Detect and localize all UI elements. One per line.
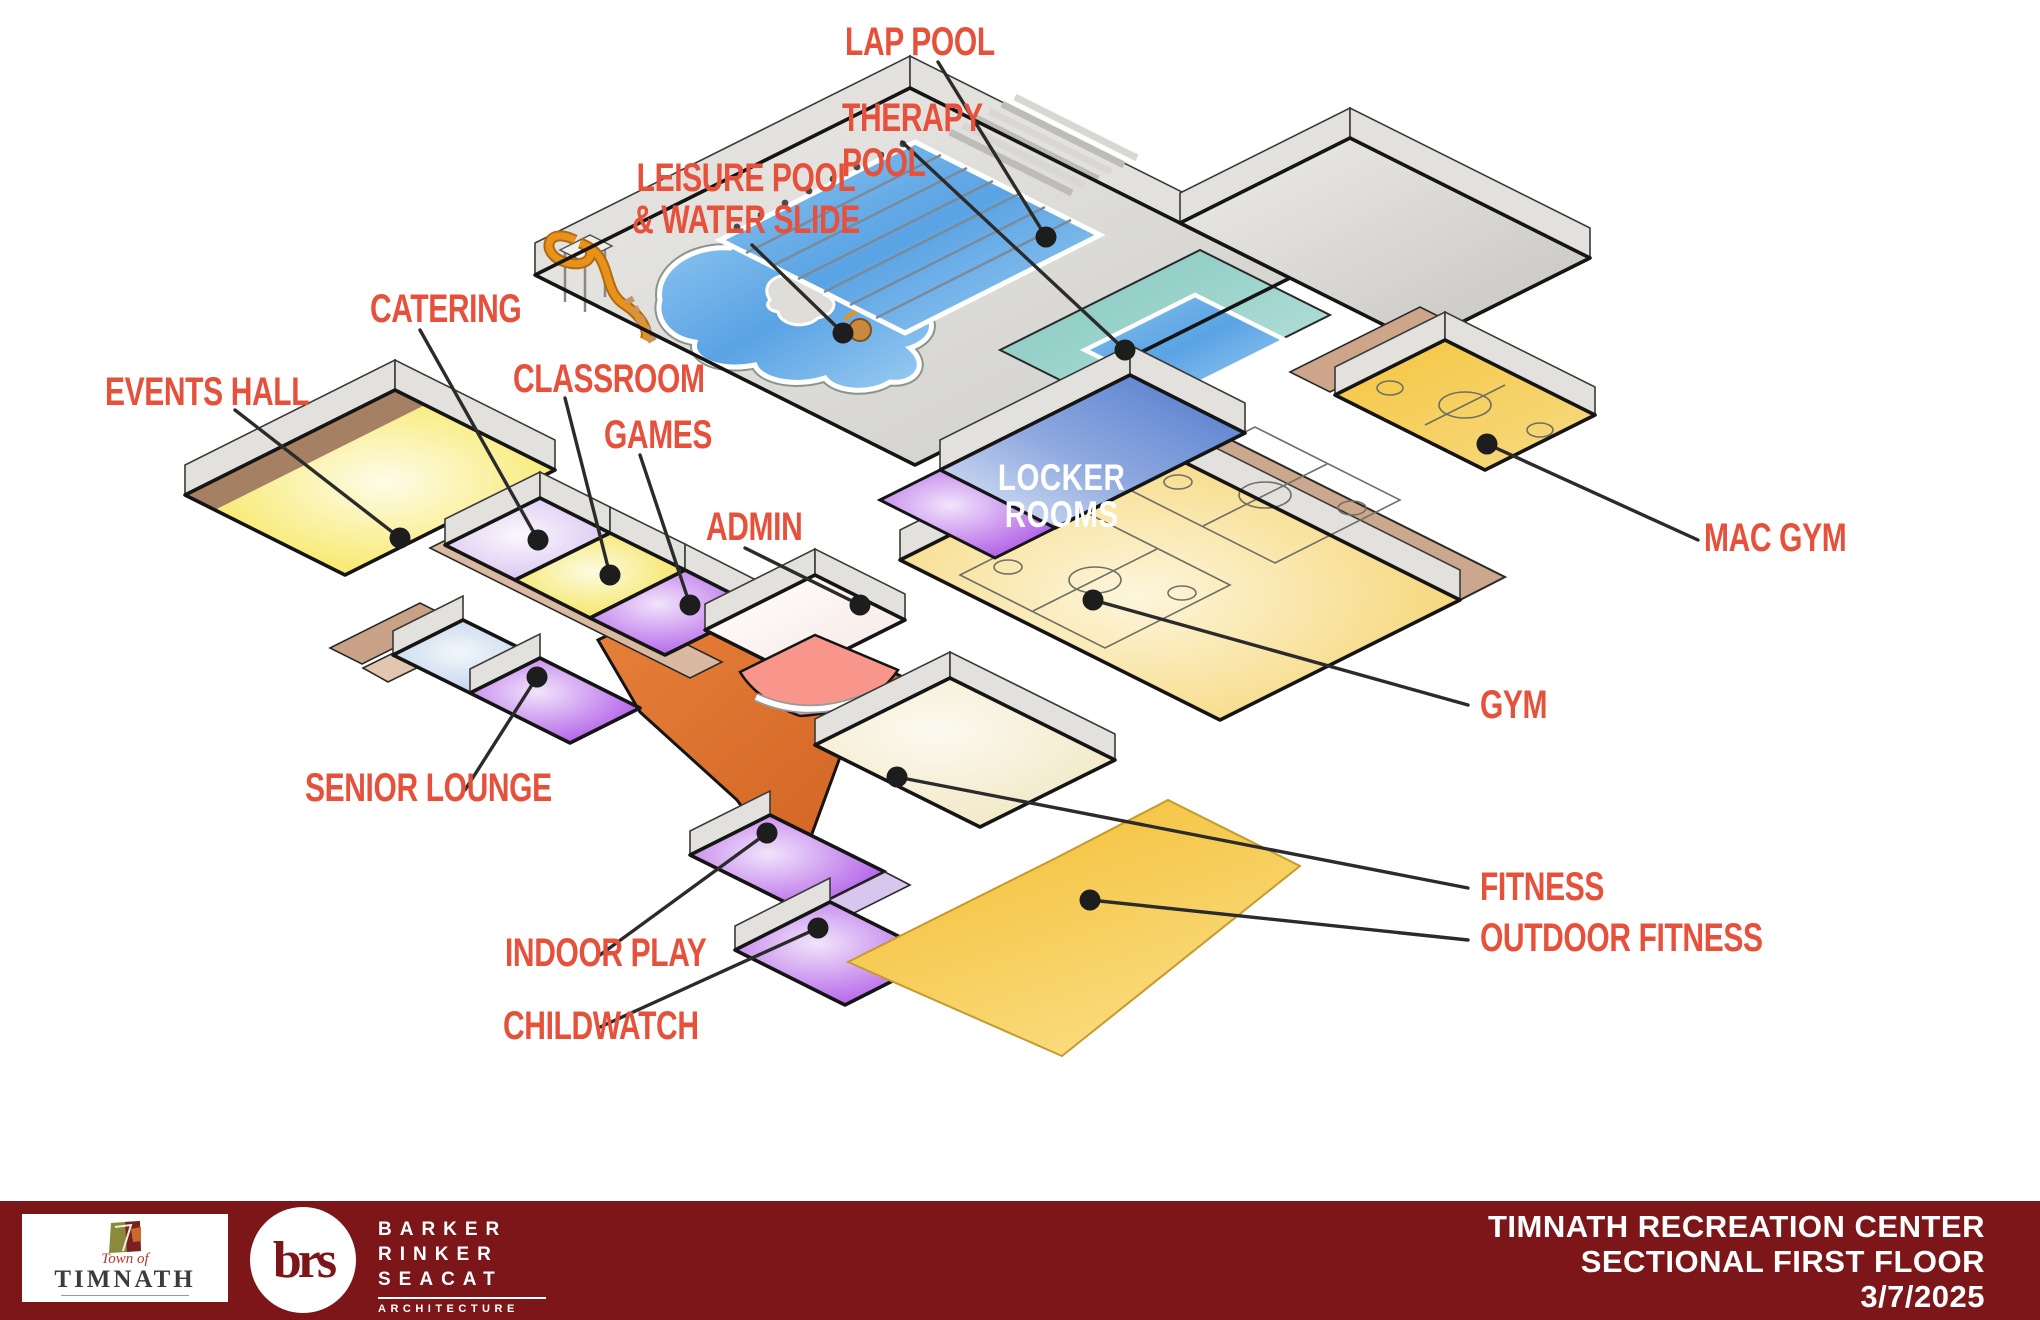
brs-line-2: RINKER <box>378 1244 499 1265</box>
brs-wordmark: BARKER RINKER SEACAT ARCHITECTURE <box>378 1217 546 1315</box>
senior-lounge-room <box>468 632 642 745</box>
lap-pool <box>714 139 1106 336</box>
label-outdoor: OUTDOOR FITNESS <box>1480 916 1763 960</box>
events-hall-stage <box>185 390 425 510</box>
mac-gym <box>1333 310 1597 472</box>
title-block: TIMNATH RECREATION CENTER SECTIONAL FIRS… <box>1488 1209 1985 1314</box>
multipurpose-grey-block <box>1178 106 1592 345</box>
label-childwatch: CHILDWATCH <box>503 1004 699 1048</box>
fitness-room <box>813 650 1117 829</box>
timnath-script: Town of <box>101 1250 149 1267</box>
label-therapy-2: POOL <box>842 141 925 185</box>
label-indoor-play: INDOOR PLAY <box>505 931 706 975</box>
timnath-name: TIMNATH <box>54 1265 196 1293</box>
label-mac-gym: MAC GYM <box>1704 516 1846 560</box>
label-fitness: FITNESS <box>1480 865 1604 909</box>
events-hall <box>183 358 557 577</box>
brs-initials: brs <box>272 1231 337 1289</box>
timnath-rule <box>61 1294 189 1296</box>
label-gym: GYM <box>1480 683 1547 727</box>
outdoor-fitness-terrace <box>845 798 1302 1058</box>
brs-logo-circle: brs <box>250 1207 356 1313</box>
catering-room <box>443 470 612 582</box>
label-classroom: CLASSROOM <box>513 357 705 401</box>
label-senior: SENIOR LOUNGE <box>305 766 552 810</box>
label-games: GAMES <box>604 413 712 457</box>
label-catering: CATERING <box>370 287 521 331</box>
footer-bar: Town of TIMNATH brs BARKER RINKER SEACAT… <box>0 1201 2040 1320</box>
title-line-2: SECTIONAL FIRST FLOOR <box>1580 1244 1985 1279</box>
brs-architecture: ARCHITECTURE <box>378 1303 519 1315</box>
locker-corridor <box>876 468 1059 560</box>
label-leisure-2: & WATER SLIDE <box>632 198 860 242</box>
leader-lines <box>233 60 1700 1030</box>
timnath-logo: Town of TIMNATH <box>22 1214 228 1302</box>
brs-line-3: SEACAT <box>378 1269 503 1290</box>
title-line-1: TIMNATH RECREATION CENTER <box>1488 1209 1985 1244</box>
room-labels: LAP POOL THERAPY POOL LEISURE POOL & WAT… <box>105 20 1847 1048</box>
brs-rule <box>378 1297 546 1299</box>
locker-label: LOCKER ROOMS <box>998 458 1125 536</box>
timnath-emblem-icon <box>109 1220 141 1253</box>
label-locker-1: LOCKER <box>998 458 1125 499</box>
title-date: 3/7/2025 <box>1860 1279 1985 1314</box>
label-therapy-1: THERAPY <box>842 96 983 140</box>
label-locker-2: ROOMS <box>1005 495 1119 536</box>
label-admin: ADMIN <box>706 505 802 549</box>
label-leisure-1: LEISURE POOL <box>637 156 856 200</box>
natatorium <box>533 54 1333 467</box>
brs-line-1: BARKER <box>378 1219 508 1240</box>
mac-court-markings <box>1376 380 1554 438</box>
label-events-hall: EVENTS HALL <box>105 370 309 414</box>
label-lap-pool: LAP POOL <box>845 20 995 64</box>
